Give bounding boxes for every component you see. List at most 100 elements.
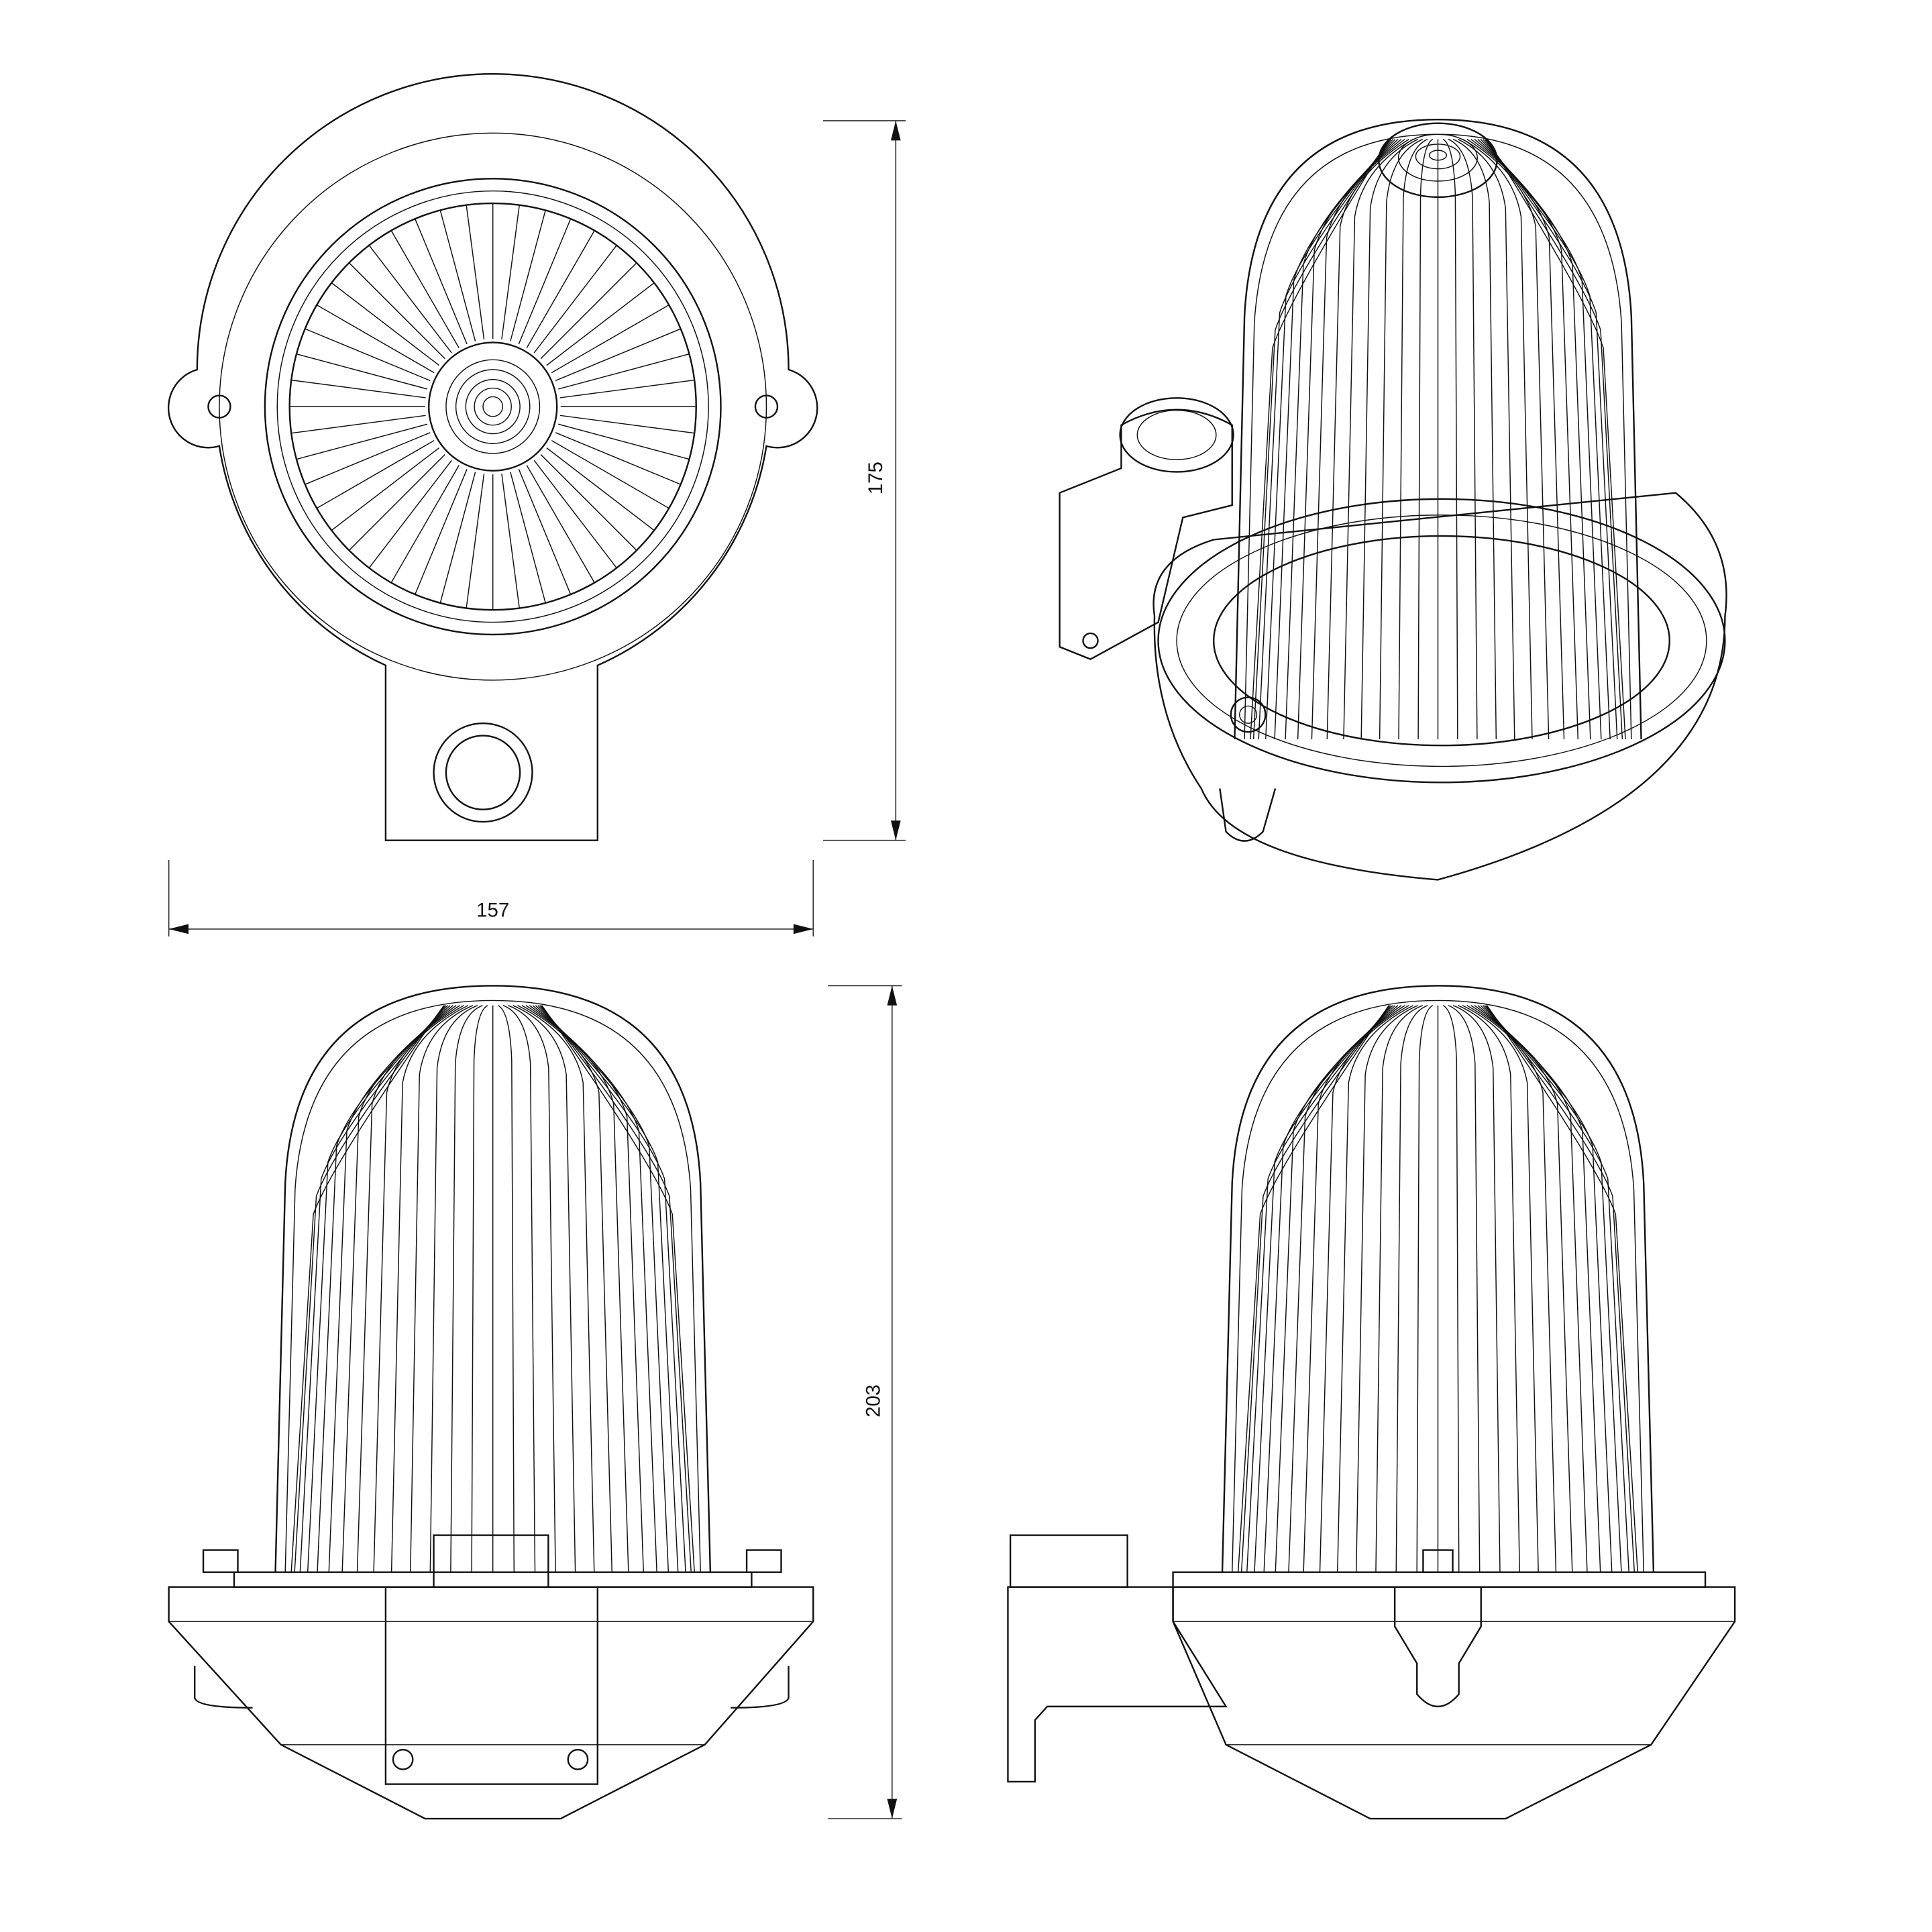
- rib: [492, 203, 503, 339]
- dome-rib: [1452, 138, 1497, 740]
- hub-rings: [445, 359, 541, 454]
- dome-rib: [1448, 138, 1478, 740]
- rib: [560, 406, 697, 417]
- hub-ring: [482, 396, 504, 417]
- dome-rib: [328, 1005, 453, 1572]
- screw-right: [754, 394, 779, 419]
- dome-rib: [1288, 1005, 1402, 1572]
- rib: [301, 432, 431, 486]
- rib: [341, 454, 445, 551]
- rib: [439, 207, 476, 341]
- cable-entry-inner: [445, 735, 521, 810]
- dome-rib: [1448, 1005, 1481, 1572]
- hub-ring: [445, 359, 541, 454]
- rib: [559, 415, 696, 443]
- dome-rib: [1417, 138, 1434, 740]
- rib: [551, 304, 675, 374]
- rib: [360, 460, 452, 569]
- dome-rib: [356, 1005, 460, 1572]
- dome-rib: [1398, 138, 1428, 740]
- dome-rib: [1263, 1005, 1396, 1572]
- dome-rib: [1466, 138, 1550, 740]
- rib: [390, 225, 460, 349]
- dome-rib: [1477, 139, 1591, 740]
- rib: [348, 255, 445, 360]
- dome-rib: [307, 1005, 449, 1572]
- dome-rib: [1355, 1005, 1418, 1572]
- rib: [555, 432, 682, 494]
- cable-gland: [433, 1534, 549, 1588]
- dome-rib: [1254, 1005, 1393, 1572]
- rib: [289, 415, 426, 434]
- bracket-box: [1059, 409, 1233, 660]
- dome-rib: [539, 1005, 686, 1572]
- dome-rib: [1484, 1005, 1629, 1572]
- dome-rib: [1343, 138, 1414, 740]
- rib: [546, 447, 655, 539]
- dome-rib: [1462, 138, 1533, 740]
- dome-rib: [1458, 1005, 1520, 1572]
- lug-right: [731, 1666, 790, 1709]
- rib: [510, 209, 555, 341]
- dome-rib: [517, 1005, 595, 1572]
- rib: [551, 439, 670, 517]
- rib: [290, 370, 426, 398]
- rib: [456, 474, 485, 609]
- rib: [510, 472, 547, 606]
- body-inner-rim: [219, 132, 767, 681]
- dome-rib: [1337, 1005, 1414, 1572]
- rib: [466, 203, 485, 340]
- dome-rib: [502, 1005, 536, 1572]
- rib: [533, 244, 625, 354]
- dome-rib: [410, 1005, 474, 1572]
- dome-rib: [537, 1005, 679, 1572]
- dome-rib: [1442, 138, 1458, 740]
- hub-ring: [474, 387, 512, 426]
- dome-rib: [1246, 1005, 1392, 1572]
- side-elevation: [1007, 985, 1736, 1820]
- rib: [382, 465, 460, 584]
- dome-rib: [373, 1005, 464, 1572]
- dome-rib: [1486, 139, 1626, 740]
- glass-dome: [274, 985, 712, 1572]
- dimension-157: 157: [168, 860, 814, 936]
- rib: [311, 439, 435, 509]
- glass-dome: [1221, 985, 1655, 1572]
- glass-seat: [233, 1571, 753, 1588]
- dome-rib: [497, 1005, 515, 1572]
- dome-rib: [294, 1005, 445, 1572]
- hinge: [1219, 788, 1277, 842]
- top-view: [167, 73, 818, 841]
- dome-rib: [1252, 139, 1391, 740]
- dome-rib: [1297, 138, 1402, 740]
- rib: [405, 469, 468, 596]
- dome-rib: [1474, 1005, 1588, 1572]
- lug-left: [194, 1666, 253, 1709]
- rib: [558, 353, 692, 390]
- rib: [540, 454, 638, 558]
- rib: [518, 469, 572, 599]
- dome-rib: [1375, 1005, 1424, 1572]
- rib: [430, 472, 476, 604]
- dome-rib: [429, 1005, 478, 1572]
- dimension-label-175: 175: [865, 462, 887, 494]
- dome-outline: [1234, 118, 1642, 740]
- rib: [482, 474, 494, 610]
- dome-rib: [317, 1005, 451, 1572]
- rib: [414, 214, 468, 345]
- dome-rib: [540, 1005, 692, 1572]
- dome-rib: [299, 1005, 447, 1572]
- dome-rib: [1442, 1005, 1460, 1572]
- dome-rib: [1395, 1005, 1428, 1572]
- dome-rib: [1240, 1005, 1391, 1572]
- base-housing: [1172, 1586, 1736, 1820]
- glass-rim: [264, 178, 722, 636]
- body-outline: [167, 73, 818, 841]
- dimension-203: 203: [828, 985, 902, 1819]
- dome-rib: [508, 1005, 556, 1572]
- rib: [526, 229, 604, 349]
- screw: [1230, 696, 1267, 733]
- dome-rib: [1319, 1005, 1409, 1572]
- dome-rib: [1250, 139, 1390, 740]
